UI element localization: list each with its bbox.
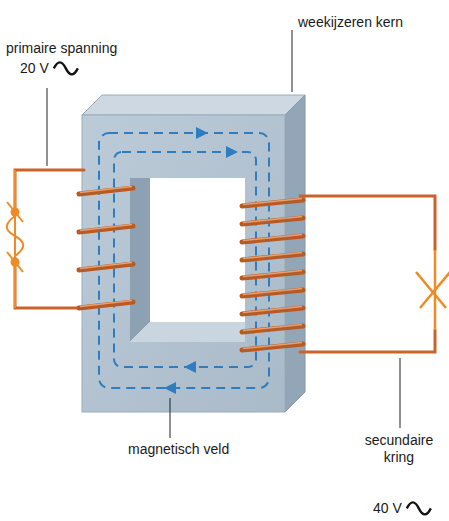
field-arrow [184, 361, 196, 373]
terminal [11, 258, 20, 267]
core-front [82, 115, 285, 412]
field-arrow [226, 146, 238, 158]
label: 40 V [373, 500, 402, 517]
coil-highlight [243, 325, 302, 331]
core-hole [130, 178, 245, 342]
field-arrow [164, 382, 176, 394]
coil-highlight [243, 217, 302, 223]
hole-inner-floor [130, 322, 245, 342]
field-arrow [196, 127, 208, 139]
coil-highlight [80, 263, 132, 269]
label: 20 V [20, 60, 49, 77]
label: magnetisch veld [128, 441, 229, 458]
ac-source-symbol [7, 170, 24, 308]
core-top [82, 95, 305, 115]
coil-windings [79, 187, 303, 351]
lamp-symbol [416, 250, 449, 330]
coil-highlight [243, 253, 302, 259]
coil-highlight [243, 289, 302, 295]
leader-lines [47, 30, 400, 438]
label: weekijzeren kern [298, 14, 403, 31]
ac-symbol [407, 502, 431, 514]
field-line [114, 152, 256, 367]
label: primaire spanning [6, 40, 117, 57]
coil-highlight [243, 235, 302, 241]
coil-highlight [80, 187, 132, 193]
coil-highlight [80, 225, 132, 231]
ac-symbol [54, 62, 78, 74]
hole-inner-side [130, 178, 150, 342]
coil-highlight [243, 271, 302, 277]
primary-circuit [15, 170, 84, 308]
coil-highlight [243, 199, 302, 205]
coil-highlight [243, 343, 302, 349]
secondary-circuit [300, 196, 435, 352]
coil-highlight [243, 307, 302, 313]
terminal [11, 208, 20, 217]
coil-highlight [80, 301, 132, 307]
label: secundaire kring [352, 432, 446, 466]
